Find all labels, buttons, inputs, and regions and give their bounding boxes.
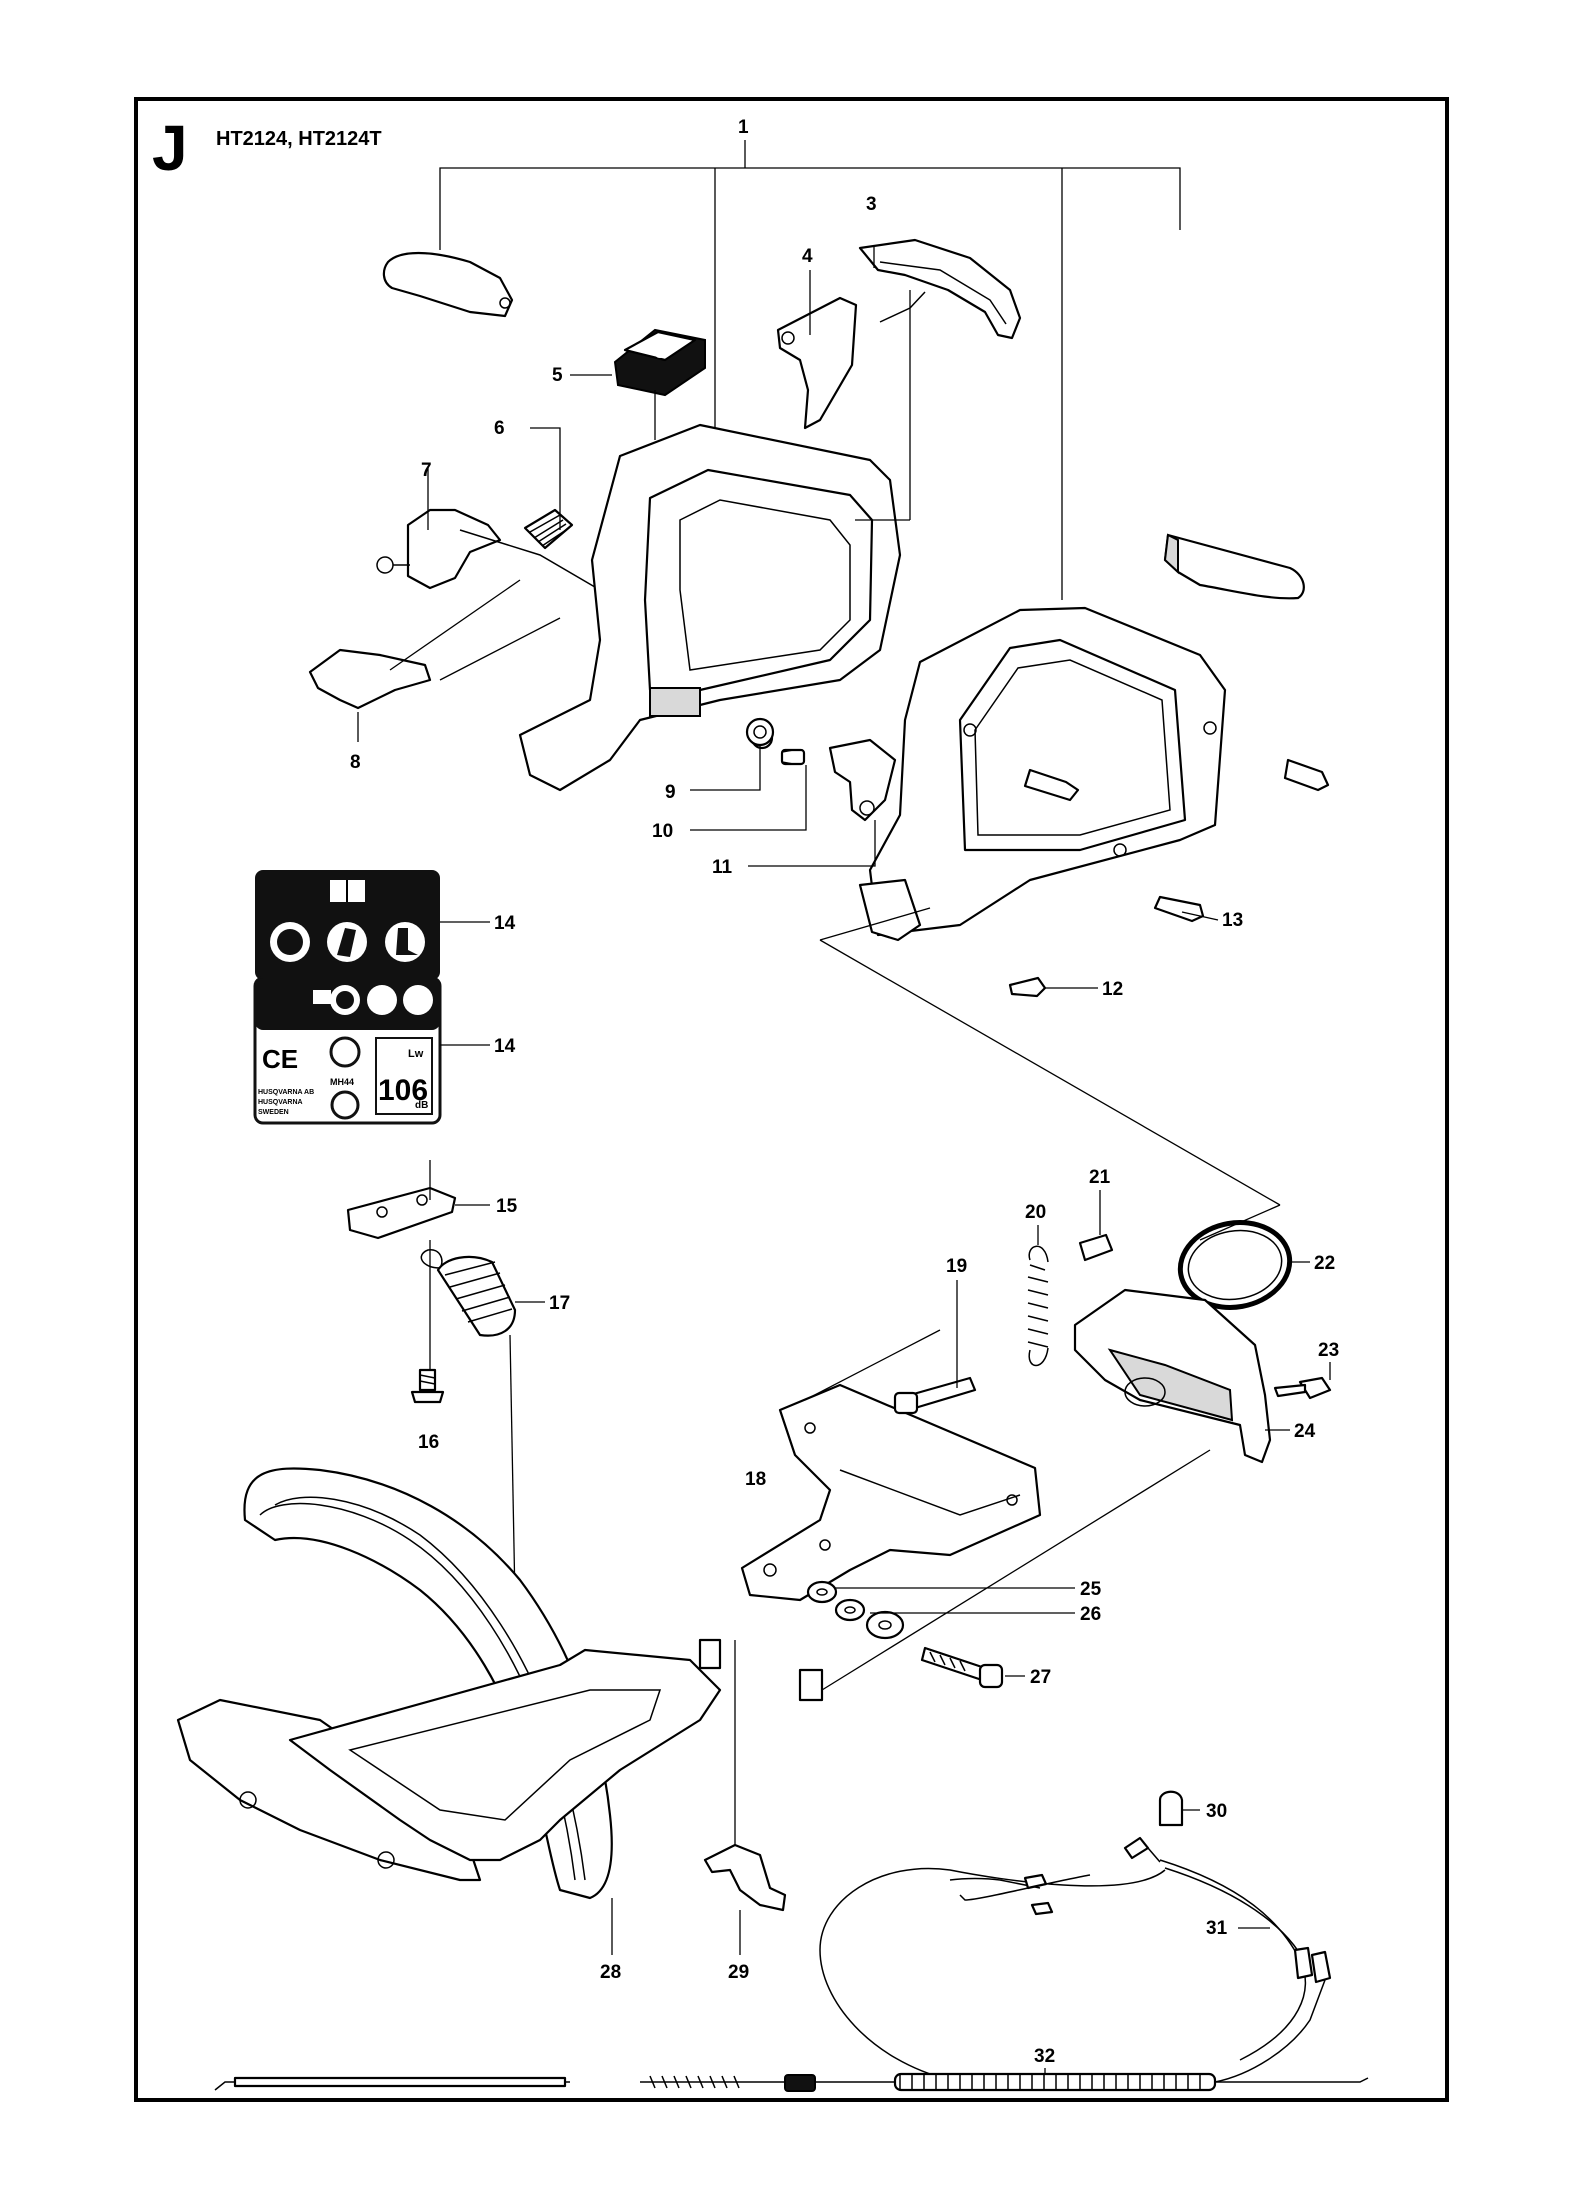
callout-22: 22 <box>1314 1253 1335 1274</box>
callout-31: 31 <box>1206 1918 1228 1939</box>
screw-10 <box>780 748 806 766</box>
decal-maker-line-2: HUSQVARNA <box>258 1099 303 1106</box>
decal-ce-mark: CE <box>262 1044 298 1074</box>
bracket-plate-18 <box>740 1329 1042 1602</box>
front-handle-28 <box>176 1449 1211 1955</box>
callout-5: 5 <box>552 365 563 386</box>
callout-1: 1 <box>738 117 749 138</box>
throttle-trigger <box>858 238 1022 340</box>
screw-21 <box>1078 1190 1114 1262</box>
housing-left <box>518 423 902 792</box>
throttle-block <box>376 508 601 591</box>
leaders-upper <box>357 245 1281 1241</box>
callout-14a: 14 <box>494 913 516 934</box>
spring-17 <box>420 1240 545 1601</box>
screws-right-housing <box>1008 758 1330 998</box>
callout-28: 28 <box>600 1962 621 1983</box>
bolt-27 <box>920 1646 1025 1689</box>
clip-29 <box>703 1640 787 1955</box>
handle-grip-left <box>382 251 514 318</box>
callout-14b: 14 <box>494 1036 516 1057</box>
bracket-11 <box>828 738 897 822</box>
screw-19 <box>893 1280 977 1415</box>
callout-10: 10 <box>652 821 673 842</box>
callout-18: 18 <box>745 1469 766 1490</box>
callout-9: 9 <box>665 782 676 803</box>
throttle-lockout <box>776 296 858 430</box>
o-ring-22 <box>1177 1220 1310 1310</box>
callout-8: 8 <box>350 752 361 773</box>
callout-30: 30 <box>1206 1801 1227 1822</box>
callout-11: 11 <box>712 857 733 878</box>
callout-26: 26 <box>1080 1604 1101 1625</box>
screw-16 <box>410 1368 445 1404</box>
callout-6: 6 <box>494 418 505 439</box>
decal-maker-line-1: HUSQVARNA AB <box>258 1089 314 1096</box>
callout-15: 15 <box>496 1196 518 1217</box>
callout-19: 19 <box>946 1256 967 1277</box>
nut-9 <box>745 717 775 747</box>
stop-switch <box>613 328 706 397</box>
callout-13: 13 <box>1222 910 1243 931</box>
decal-code: MH44 <box>330 1077 354 1087</box>
callout-27: 27 <box>1030 1667 1051 1688</box>
callout-24: 24 <box>1294 1421 1316 1442</box>
leader-group-1 <box>439 140 1181 600</box>
callout-12: 12 <box>1102 979 1123 1000</box>
plate-15 <box>346 1160 490 1240</box>
warning-decal-lower: CE MH44 Lw 106 dB HUSQVARNA AB HUSQVARNA… <box>253 976 442 1125</box>
callout-25: 25 <box>1080 1579 1102 1600</box>
callout-3: 3 <box>866 194 877 215</box>
slide-part-8 <box>308 648 432 710</box>
vibration-mount-24 <box>1073 1288 1290 1464</box>
drawing-frame <box>134 97 1449 2102</box>
callout-17: 17 <box>549 1293 570 1314</box>
spring-20 <box>1027 1225 1049 1367</box>
decal-lwa: Lw <box>408 1048 424 1060</box>
callout-21: 21 <box>1089 1167 1111 1188</box>
decal-maker-line-3: SWEDEN <box>258 1109 289 1116</box>
callout-7: 7 <box>421 460 432 481</box>
spring-6 <box>523 508 574 550</box>
callout-32: 32 <box>1034 2046 1055 2067</box>
callout-labels: 1 3 4 5 6 7 8 9 10 11 12 13 14 14 15 16 … <box>350 117 1339 2067</box>
handle-grip-right <box>1163 533 1305 600</box>
section-letter: J <box>152 112 188 184</box>
decal-db-unit: dB <box>415 1100 428 1111</box>
washers-25-26 <box>806 1580 1075 1640</box>
callout-20: 20 <box>1025 1202 1046 1223</box>
callout-23: 23 <box>1318 1340 1339 1361</box>
screw-23 <box>1273 1362 1332 1400</box>
callout-29: 29 <box>728 1962 749 1983</box>
model-title: HT2124, HT2124T <box>216 128 382 150</box>
housing-right <box>858 606 1227 942</box>
decal-db-value: 106 <box>378 1074 428 1107</box>
cable-assembly-30-32 <box>214 1790 1369 2092</box>
warning-decal-upper <box>255 870 440 980</box>
callout-4: 4 <box>802 246 813 267</box>
callout-16: 16 <box>418 1432 439 1453</box>
